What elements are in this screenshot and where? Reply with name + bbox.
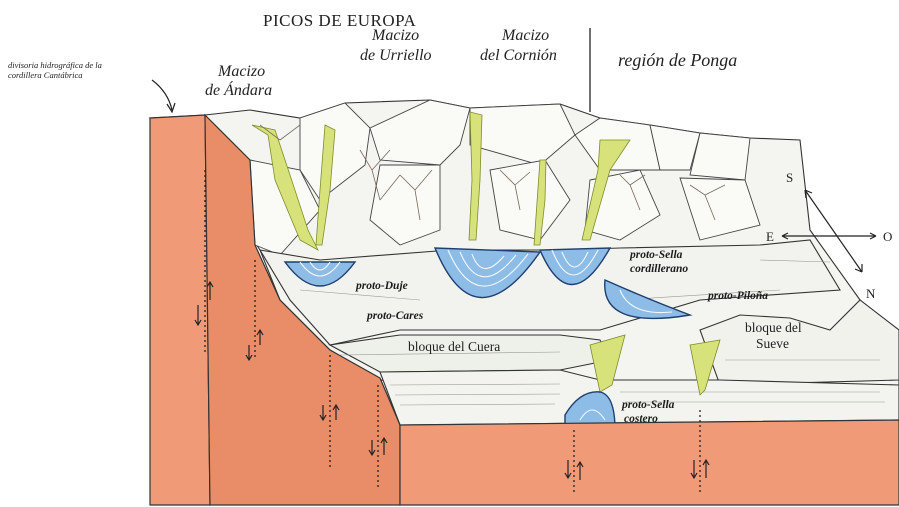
compass-west: O — [883, 229, 892, 244]
divide-pointer-arrow — [152, 80, 175, 112]
urriello-label-line2: de Urriello — [360, 47, 432, 64]
sueve-label-line2: Sueve — [756, 336, 789, 351]
sella-cordillerano-label-line1: proto-Sella — [629, 249, 683, 261]
cornion-label-line2: del Cornión — [480, 47, 557, 64]
cuera-label: bloque del Cuera — [408, 339, 500, 354]
sella-costero-label-line1: proto-Sella — [621, 399, 675, 411]
duje-label: proto-Duje — [355, 280, 408, 292]
compass-north: N — [866, 286, 876, 301]
divide-label-line1: divisoria hidrográfica de la — [8, 60, 102, 70]
urriello-label-line1: Macizo — [371, 27, 419, 44]
cornion-label-line1: Macizo — [501, 27, 549, 44]
sueve-label-line1: bloque del — [745, 320, 802, 335]
compass-south: S — [786, 170, 793, 185]
andara-label-line1: Macizo — [217, 63, 265, 80]
ponga-label: región de Ponga — [618, 50, 737, 70]
sella-costero-label-line2: costero — [624, 413, 658, 425]
pilona-label: proto-Piloña — [707, 290, 768, 302]
cares-label: proto-Cares — [366, 310, 424, 322]
sella-cordillerano-label-line2: cordillerano — [630, 263, 688, 275]
andara-label-line2: de Ándara — [205, 80, 272, 99]
compass-east: E — [766, 229, 774, 244]
divide-label-line2: cordillera Cantábrica — [8, 70, 83, 80]
